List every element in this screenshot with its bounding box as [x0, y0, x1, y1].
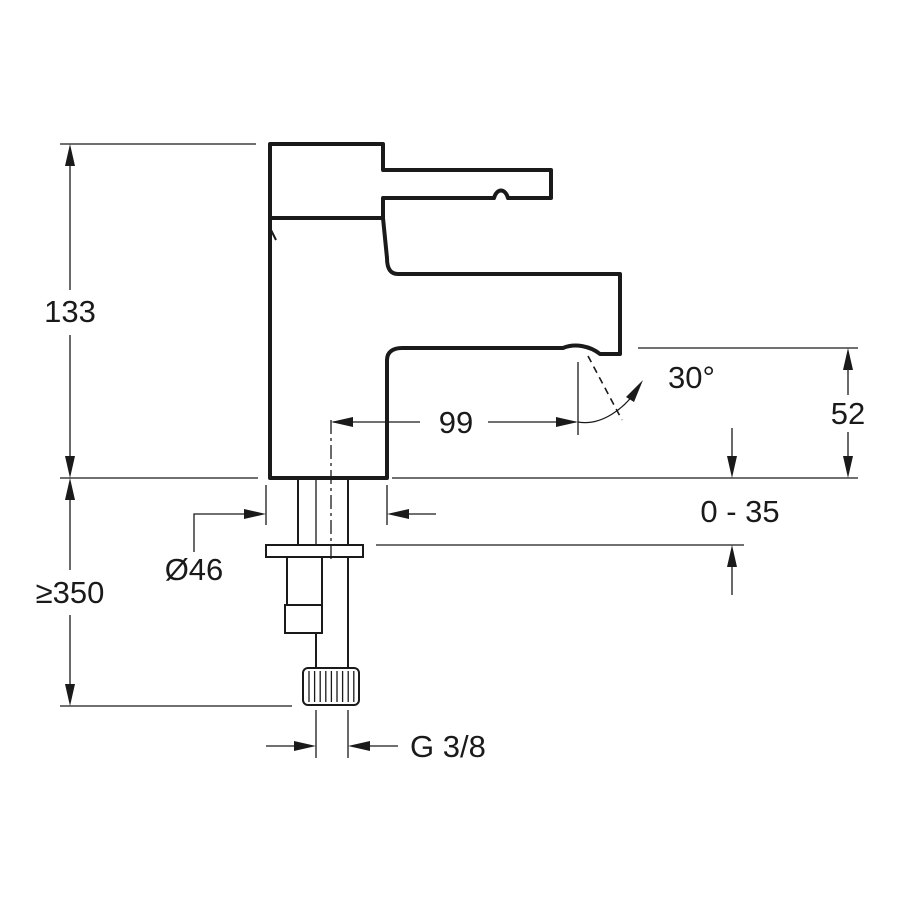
faucet-cap: [268, 142, 553, 220]
angle-arc: [577, 384, 641, 424]
dim-label-30: 30°: [668, 360, 715, 395]
extension-lines: [60, 143, 858, 758]
dim-height-total: 133: [44, 144, 96, 478]
dim-deck-thickness: 0 - 35: [700, 428, 780, 595]
dim-label-46: Ø46: [165, 552, 224, 587]
mounting-parts: [265, 478, 364, 706]
faucet-column: [268, 216, 622, 480]
dim-label-99: 99: [439, 405, 473, 440]
dim-label-133: 133: [44, 294, 96, 329]
dim-label-0-35: 0 - 35: [700, 494, 779, 529]
spray-angle-line: [587, 355, 623, 421]
dim-reach: 99: [331, 405, 578, 440]
dim-label-52: 52: [831, 396, 865, 431]
dim-hose-length: ≥350: [36, 478, 105, 706]
dim-base-diameter: Ø46: [165, 509, 436, 587]
dim-label-g38: G 3/8: [410, 729, 486, 764]
nut-block: [284, 604, 323, 634]
washer-plate: [265, 544, 364, 558]
dim-spout-height: 52: [831, 348, 865, 478]
knurled-connector: [302, 667, 360, 706]
knurl-lines: [308, 671, 355, 702]
dim-label-350: ≥350: [36, 575, 105, 610]
dim-connection: G 3/8: [266, 729, 486, 764]
column-bevel: [269, 227, 277, 241]
dim-angle: 30°: [577, 355, 715, 424]
faucet-body: [268, 142, 622, 480]
